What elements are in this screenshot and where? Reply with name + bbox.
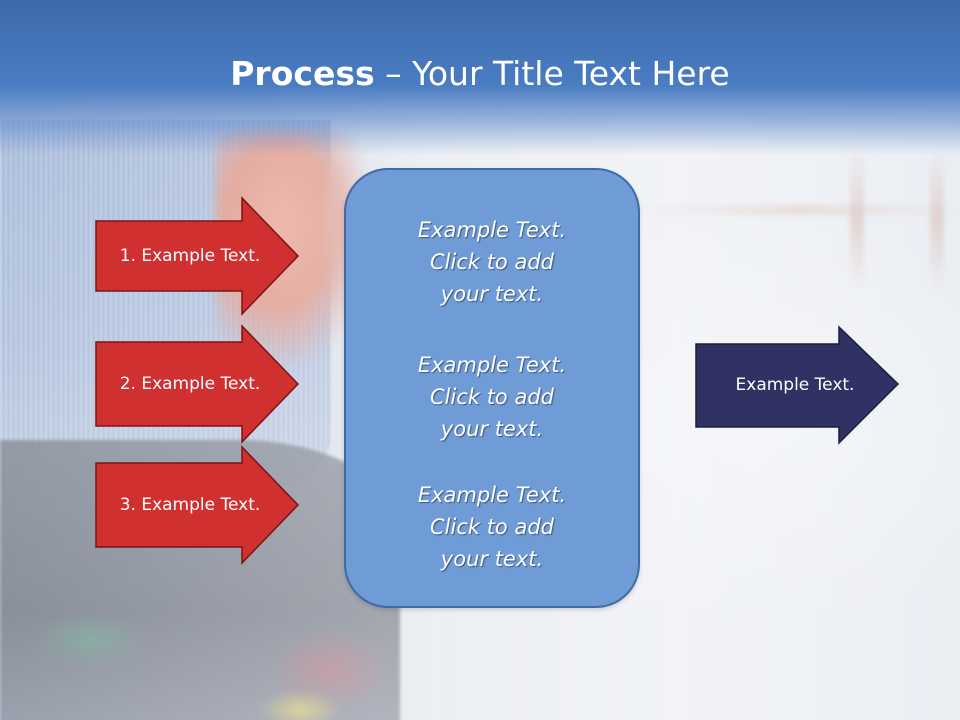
- arrow-right-shape: [95, 196, 300, 316]
- step-arrow-label: 3. Example Text.: [119, 495, 261, 515]
- block-line: Example Text.: [417, 218, 567, 242]
- text-block-3[interactable]: Example Text. Click to add your text.: [346, 479, 638, 575]
- step-arrow-label: 2. Example Text.: [119, 374, 261, 394]
- step-arrow-2[interactable]: 2. Example Text.: [95, 324, 300, 444]
- block-line: Click to add: [429, 250, 554, 274]
- step-arrow-1[interactable]: 1. Example Text.: [95, 196, 300, 316]
- block-line: your text.: [440, 417, 544, 441]
- result-arrow-label: Example Text.: [735, 375, 855, 395]
- block-line: Click to add: [429, 515, 554, 539]
- background-post: [850, 150, 864, 290]
- step-arrow-3[interactable]: 3. Example Text.: [95, 445, 300, 565]
- arrow-right-shape: [95, 445, 300, 565]
- step-arrow-label: 1. Example Text.: [119, 246, 261, 266]
- slide-title[interactable]: Process – Your Title Text Here: [0, 52, 960, 96]
- center-text-box[interactable]: Example Text. Click to add your text. Ex…: [344, 168, 640, 608]
- text-block-2[interactable]: Example Text. Click to add your text.: [346, 349, 638, 445]
- background-rail: [640, 205, 960, 215]
- block-line: your text.: [440, 282, 544, 306]
- block-line: Example Text.: [417, 353, 567, 377]
- text-block-1[interactable]: Example Text. Click to add your text.: [346, 214, 638, 310]
- title-rest: – Your Title Text Here: [374, 54, 730, 93]
- arrow-right-shape: [695, 325, 900, 445]
- block-line: Example Text.: [417, 483, 567, 507]
- block-line: Click to add: [429, 385, 554, 409]
- header-band: [0, 0, 960, 155]
- result-arrow[interactable]: Example Text.: [695, 325, 900, 445]
- background-post: [930, 150, 944, 290]
- arrow-right-shape: [95, 324, 300, 444]
- background-post: [325, 150, 339, 290]
- block-line: your text.: [440, 547, 544, 571]
- title-bold: Process: [230, 54, 375, 93]
